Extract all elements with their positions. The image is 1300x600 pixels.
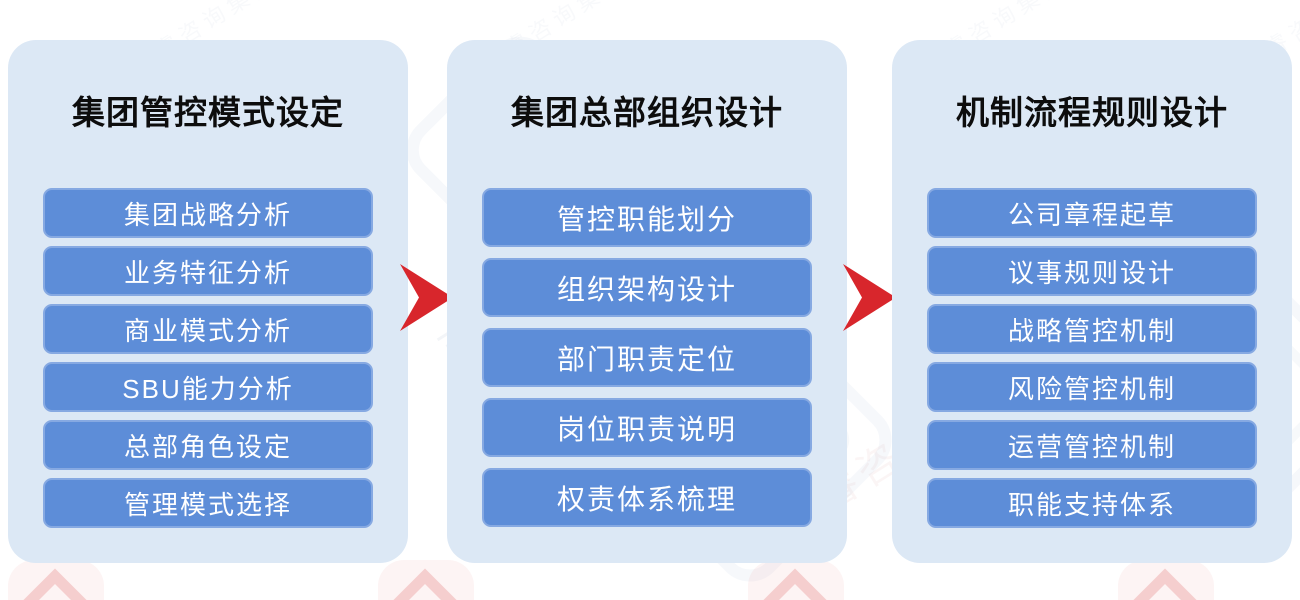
process-item-label: SBU能力分析 xyxy=(122,373,294,404)
watermark-logo-pink xyxy=(378,560,474,600)
process-item: 管理模式选择 xyxy=(43,478,373,528)
panel-title: 机制流程规则设计 xyxy=(956,94,1228,131)
process-item: 战略管控机制 xyxy=(927,304,1257,354)
process-item: SBU能力分析 xyxy=(43,362,373,412)
process-item-label: 职能支持体系 xyxy=(1007,489,1176,520)
process-item: 管控职能划分 xyxy=(482,188,812,247)
process-item-label: 组织架构设计 xyxy=(556,273,737,305)
process-item: 总部角色设定 xyxy=(43,420,373,470)
process-item-label: 业务特征分析 xyxy=(123,257,292,288)
process-item: 业务特征分析 xyxy=(43,246,373,296)
process-item: 职能支持体系 xyxy=(927,478,1257,528)
process-item-label: 总部角色设定 xyxy=(123,431,292,462)
process-item: 权责体系梳理 xyxy=(482,468,812,527)
process-item: 运营管控机制 xyxy=(927,420,1257,470)
process-item-label: 部门职责定位 xyxy=(556,343,737,375)
process-item-label: 集团战略分析 xyxy=(123,199,292,230)
arrow-right-icon xyxy=(843,264,896,331)
process-item: 公司章程起草 xyxy=(927,188,1257,238)
process-item: 商业模式分析 xyxy=(43,304,373,354)
arrow-right-icon xyxy=(400,264,453,331)
process-item: 组织架构设计 xyxy=(482,258,812,317)
process-item: 岗位职责说明 xyxy=(482,398,812,457)
process-item: 风险管控机制 xyxy=(927,362,1257,412)
panel-hq-organization-design: 集团总部组织设计 管控职能划分组织架构设计部门职责定位岗位职责说明权责体系梳理 xyxy=(447,40,847,563)
process-item-label: 管控职能划分 xyxy=(556,203,737,235)
process-item-label: 风险管控机制 xyxy=(1007,373,1176,404)
panel-mechanism-process-rules: 机制流程规则设计 公司章程起草议事规则设计战略管控机制风险管控机制运营管控机制职… xyxy=(892,40,1292,563)
process-item: 部门职责定位 xyxy=(482,328,812,387)
process-item-list: 管控职能划分组织架构设计部门职责定位岗位职责说明权责体系梳理 xyxy=(482,188,812,527)
process-item-label: 岗位职责说明 xyxy=(556,413,737,445)
panel-group-control-mode: 集团管控模式设定 集团战略分析业务特征分析商业模式分析 SBU能力分析总部角色设定… xyxy=(8,40,408,563)
process-item-label: 管理模式选择 xyxy=(123,489,292,520)
process-item-list: 集团战略分析业务特征分析商业模式分析 SBU能力分析总部角色设定管理模式选择 xyxy=(43,188,373,528)
watermark-logo-pink xyxy=(1118,560,1214,600)
panel-title: 集团总部组织设计 xyxy=(511,94,783,131)
process-item-label: 公司章程起草 xyxy=(1007,199,1176,230)
process-item-label: 运营管控机制 xyxy=(1007,431,1176,462)
process-item-label: 商业模式分析 xyxy=(123,315,292,346)
process-item-list: 公司章程起草议事规则设计战略管控机制风险管控机制运营管控机制职能支持体系 xyxy=(927,188,1257,528)
panel-title: 集团管控模式设定 xyxy=(72,94,344,131)
process-item-label: 战略管控机制 xyxy=(1007,315,1176,346)
process-item: 议事规则设计 xyxy=(927,246,1257,296)
watermark-logo-pink xyxy=(8,560,104,600)
process-item-label: 议事规则设计 xyxy=(1007,257,1176,288)
watermark-logo-pink xyxy=(748,560,844,600)
process-item-label: 权责体系梳理 xyxy=(556,483,737,515)
process-item: 集团战略分析 xyxy=(43,188,373,238)
